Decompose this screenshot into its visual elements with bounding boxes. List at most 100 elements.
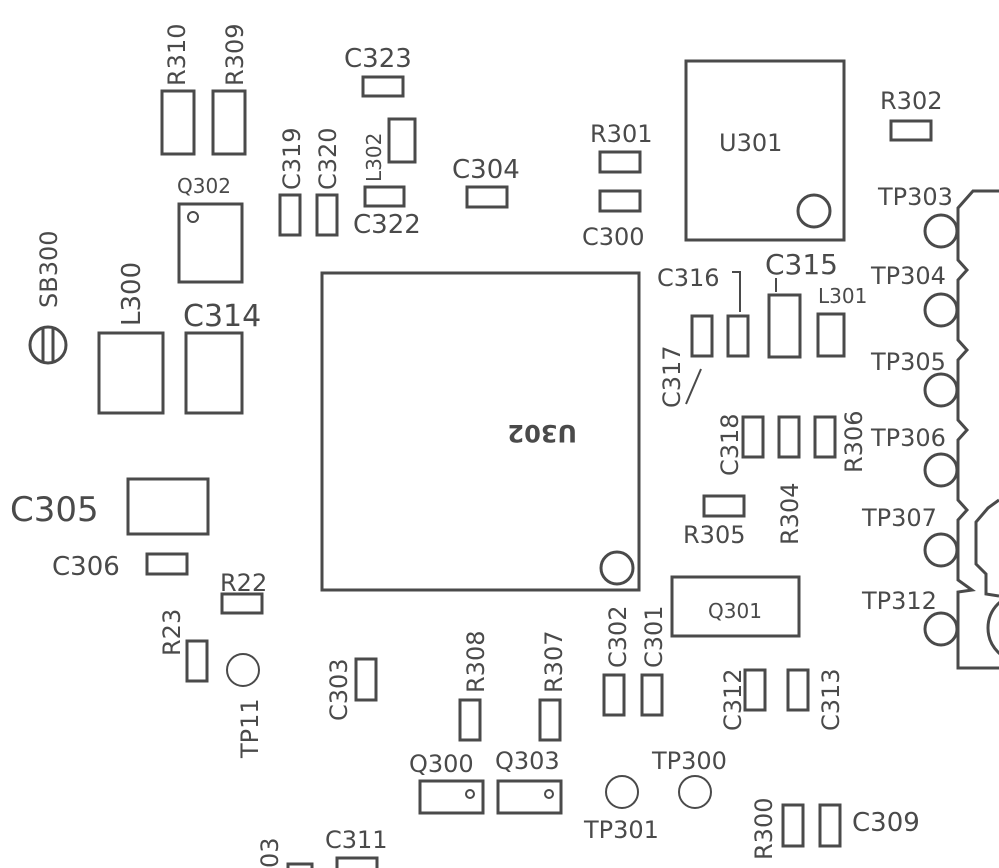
c312-label: C312 bbox=[719, 668, 747, 731]
tp304-pad bbox=[923, 292, 959, 328]
c316-leader-line bbox=[732, 271, 741, 312]
c304-label: C304 bbox=[452, 155, 520, 185]
l302-pad bbox=[387, 117, 417, 164]
q300-label: Q300 bbox=[409, 750, 474, 778]
c314-pad bbox=[184, 331, 244, 415]
r307-label: R307 bbox=[540, 631, 568, 693]
q300-body bbox=[418, 779, 485, 815]
r302-label: R302 bbox=[880, 87, 942, 115]
u302-body bbox=[320, 271, 641, 592]
l300-pad bbox=[97, 331, 165, 415]
tp306-pad bbox=[923, 452, 959, 488]
c303-pad bbox=[354, 657, 378, 702]
q301-label: Q301 bbox=[708, 599, 762, 623]
r309-label: R309 bbox=[221, 24, 249, 86]
c313-label: C313 bbox=[817, 668, 845, 731]
tp306-label: TP306 bbox=[870, 424, 946, 452]
c317-label: C317 bbox=[658, 345, 686, 408]
c306-label: C306 bbox=[52, 552, 120, 582]
c301-label: C301 bbox=[640, 605, 668, 668]
c322-label: C322 bbox=[353, 210, 421, 240]
tp307-pad bbox=[923, 532, 959, 568]
q302-label: Q302 bbox=[177, 174, 231, 198]
r307-pad bbox=[538, 698, 562, 742]
partial-pad-left bbox=[286, 862, 314, 868]
tp303-pad bbox=[923, 213, 959, 249]
c302-label: C302 bbox=[604, 605, 632, 668]
sb300-label: SB300 bbox=[35, 230, 63, 308]
partial-label-left: 03 bbox=[256, 837, 284, 868]
u302-label: U302 bbox=[507, 419, 577, 447]
r301-label: R301 bbox=[590, 120, 652, 148]
c312-pad bbox=[743, 668, 767, 712]
q301-body bbox=[670, 575, 801, 638]
q302-body bbox=[177, 202, 244, 284]
r23-pad bbox=[185, 639, 209, 683]
connector-outline-inner bbox=[974, 498, 999, 598]
q303-pin1-marker bbox=[544, 789, 554, 799]
r305-pad bbox=[702, 494, 746, 518]
r23-label: R23 bbox=[158, 609, 186, 656]
r310-label: R310 bbox=[163, 24, 191, 86]
u301-body bbox=[684, 59, 846, 242]
l301-label: L301 bbox=[818, 284, 867, 308]
r22-label: R22 bbox=[220, 569, 267, 597]
c301-pad bbox=[640, 673, 664, 717]
r302-pad bbox=[889, 119, 933, 142]
c300-pad bbox=[598, 189, 642, 213]
l302-label: L302 bbox=[362, 133, 386, 182]
c320-pad bbox=[315, 193, 339, 237]
r305-label: R305 bbox=[683, 521, 745, 549]
c316-label: C316 bbox=[657, 264, 720, 292]
c318-pad bbox=[741, 415, 765, 459]
tp305-pad bbox=[923, 372, 959, 408]
c305-pad bbox=[126, 477, 210, 536]
sb300-solder-bridge-icon bbox=[28, 325, 68, 365]
connector-pin-partial bbox=[986, 600, 999, 656]
c309-pad bbox=[818, 803, 842, 848]
c311-label: C311 bbox=[325, 826, 388, 854]
connector-outline bbox=[956, 189, 999, 670]
c300-label: C300 bbox=[582, 223, 645, 251]
tp312-label: TP312 bbox=[861, 587, 937, 615]
q300-pin1-marker bbox=[465, 789, 475, 799]
tp11-label: TP11 bbox=[236, 698, 264, 759]
c318-label: C318 bbox=[716, 413, 744, 476]
r310-pad bbox=[160, 89, 196, 156]
tp301-pad bbox=[605, 775, 639, 809]
tp301-label: TP301 bbox=[583, 816, 659, 844]
r301-pad bbox=[598, 150, 642, 174]
c314-label: C314 bbox=[183, 299, 261, 334]
c306-pad bbox=[145, 552, 189, 576]
tp312-pad bbox=[923, 611, 959, 647]
q302-pin1-marker bbox=[187, 211, 199, 223]
c322-pad bbox=[363, 185, 406, 208]
c315-pad bbox=[767, 293, 802, 359]
r22-pad bbox=[220, 592, 264, 615]
c317-pad bbox=[690, 314, 714, 358]
c316-pad bbox=[726, 314, 750, 358]
c315-label: C315 bbox=[765, 248, 838, 281]
c311-pad bbox=[335, 856, 379, 868]
r304-label: R304 bbox=[776, 483, 804, 545]
c304-pad bbox=[465, 185, 509, 209]
tp11-pad bbox=[226, 653, 260, 687]
c305-label: C305 bbox=[10, 490, 99, 530]
c319-pad bbox=[278, 193, 302, 237]
c323-label: C323 bbox=[344, 44, 412, 74]
c320-label: C320 bbox=[314, 127, 342, 190]
c317-leader-line bbox=[685, 368, 702, 405]
tp304-label: TP304 bbox=[870, 262, 946, 290]
c302-pad bbox=[602, 673, 626, 717]
r309-pad bbox=[211, 89, 247, 156]
q303-body bbox=[496, 779, 563, 815]
u301-label: U301 bbox=[719, 129, 782, 157]
r300-label: R300 bbox=[750, 798, 778, 860]
r308-label: R308 bbox=[462, 631, 490, 693]
r308-pad bbox=[458, 698, 482, 742]
tp307-label: TP307 bbox=[861, 504, 937, 532]
q303-label: Q303 bbox=[495, 747, 560, 775]
c309-label: C309 bbox=[852, 808, 920, 838]
u302-pin1-marker bbox=[599, 550, 635, 586]
